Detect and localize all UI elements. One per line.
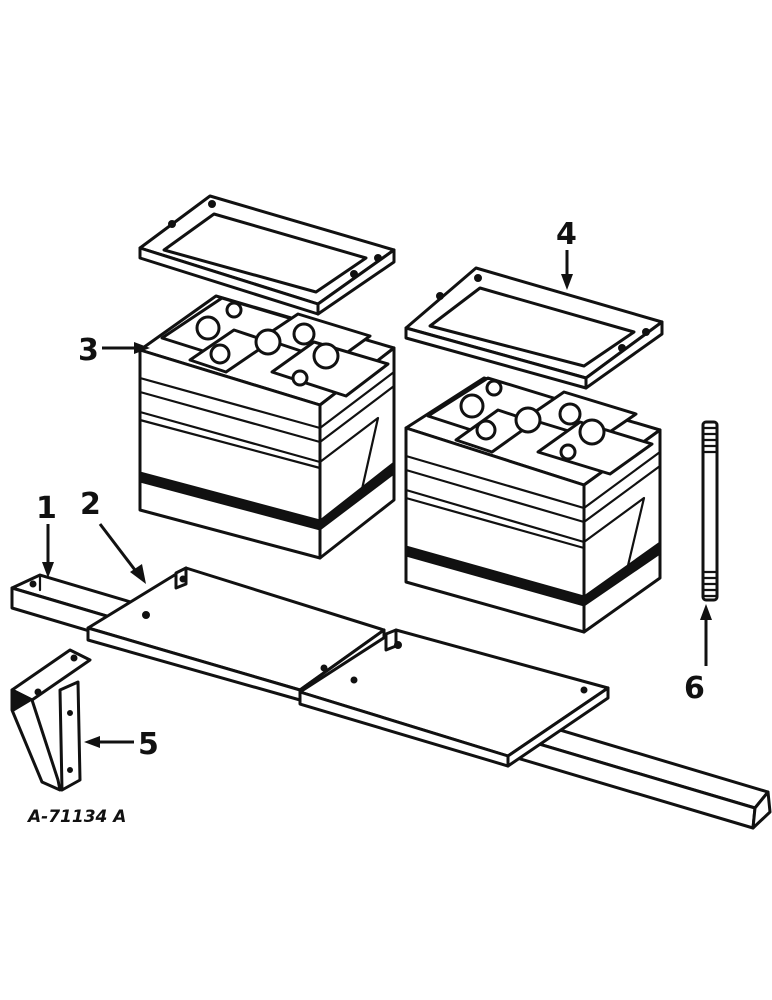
mounting-bracket xyxy=(10,648,92,792)
callout-6-label: 6 xyxy=(684,671,705,706)
callout-5-label: 5 xyxy=(138,727,159,762)
callout-2: 2 xyxy=(80,487,146,584)
battery-tray-right xyxy=(298,628,610,768)
battery-right xyxy=(404,376,662,634)
callout-5: 5 xyxy=(84,727,159,762)
hold-down-frame-left xyxy=(138,194,396,316)
callout-6: 6 xyxy=(684,604,712,706)
callout-4: 4 xyxy=(556,217,577,290)
reference-number: A-71134 A xyxy=(26,807,126,827)
callout-3: 3 xyxy=(78,333,150,368)
threaded-rod xyxy=(701,420,719,602)
callout-1-label: 1 xyxy=(36,491,57,526)
callout-1: 1 xyxy=(36,491,57,578)
hold-down-frame-right xyxy=(404,266,664,390)
rod-thread-top xyxy=(701,426,719,454)
callout-3-label: 3 xyxy=(78,333,99,368)
battery-left xyxy=(138,294,396,560)
callout-4-label: 4 xyxy=(556,217,577,252)
callout-2-label: 2 xyxy=(80,487,101,522)
rod-thread-bottom xyxy=(701,570,719,598)
